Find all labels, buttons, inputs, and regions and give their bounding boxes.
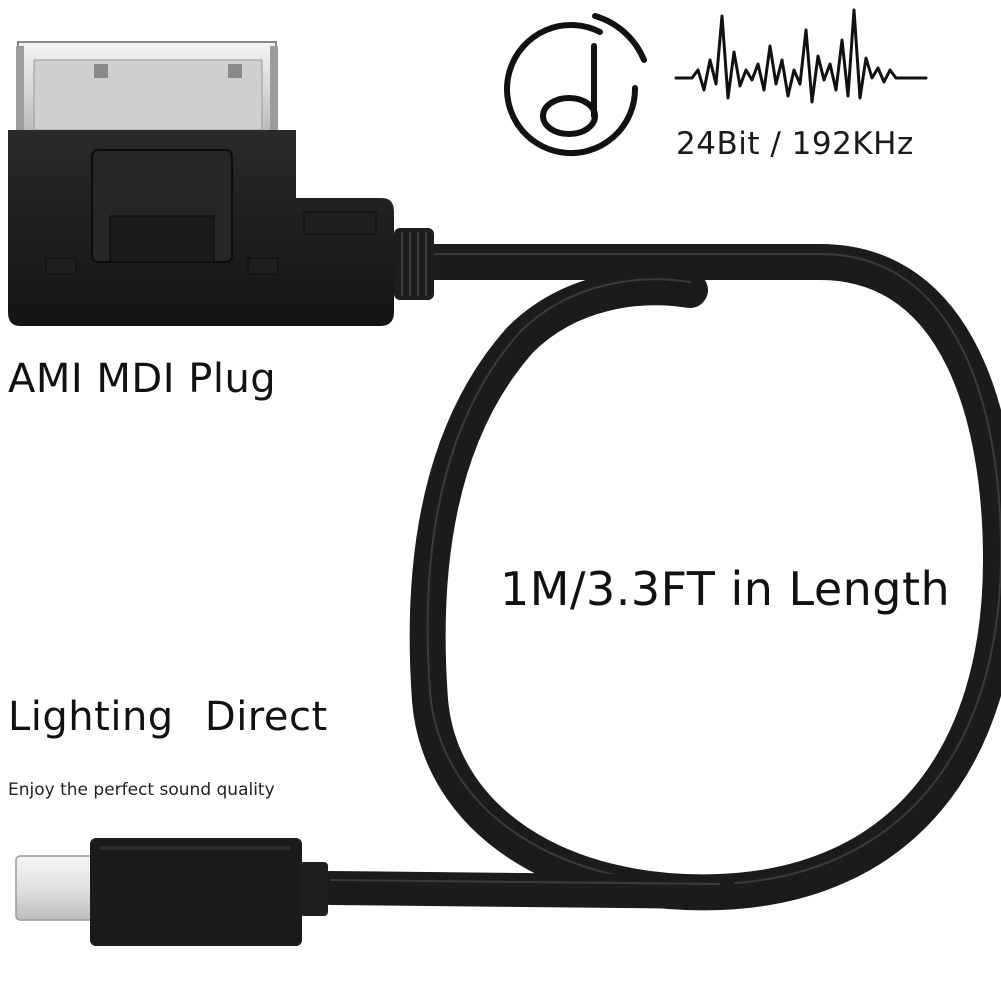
lightning-connector	[15, 838, 328, 946]
sound-quality-tagline: Enjoy the perfect sound quality	[8, 780, 275, 800]
lightning-direct-label: Lighting Direct	[8, 694, 328, 740]
audio-spec-label: 24Bit / 192KHz	[676, 126, 914, 162]
plug-label: AMI MDI Plug	[8, 356, 277, 402]
music-note-icon	[504, 13, 647, 157]
length-label: 1M/3.3FT in Length	[500, 562, 951, 616]
cable	[313, 244, 1001, 911]
ami-mdi-connector	[8, 41, 434, 326]
audio-waveform-icon	[674, 8, 928, 104]
